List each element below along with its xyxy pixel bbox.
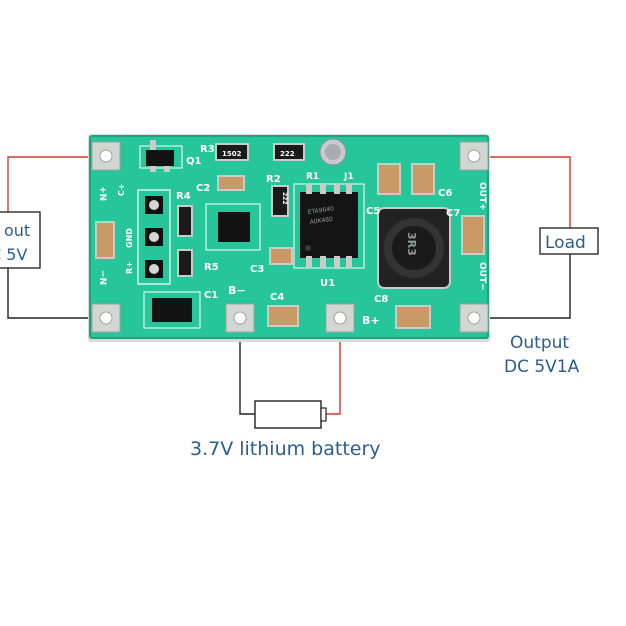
output-label-line1: Output bbox=[510, 333, 569, 353]
silk-in-plus: +N bbox=[97, 186, 107, 201]
solder-pad bbox=[459, 141, 489, 171]
solder-pad bbox=[225, 303, 255, 333]
silk-c5: C5 bbox=[366, 206, 380, 217]
battery-wiring bbox=[239, 318, 341, 415]
silk-c3: C3 bbox=[250, 264, 264, 275]
ic-u1 bbox=[293, 183, 365, 269]
silk-in-minus: −N bbox=[97, 270, 107, 285]
capacitor-c2 bbox=[217, 175, 245, 191]
capacitor-c5 bbox=[377, 163, 401, 195]
chip-u1-line1: ETA9640 bbox=[307, 205, 334, 216]
silk-header-2: GND bbox=[125, 228, 134, 248]
input-label-line2: C 5V bbox=[0, 245, 27, 264]
capacitor-c4 bbox=[267, 305, 299, 327]
silk-r5: R5 bbox=[204, 262, 219, 273]
inductor bbox=[377, 207, 451, 289]
silk-r1: R1 bbox=[306, 172, 319, 182]
ic-small bbox=[205, 203, 261, 251]
capacitor-c8 bbox=[395, 305, 431, 329]
solder-pad bbox=[91, 303, 121, 333]
silk-header-3: R+ bbox=[125, 261, 134, 274]
silk-c4: C4 bbox=[270, 292, 284, 303]
silk-u1: U1 bbox=[320, 278, 335, 289]
solder-pad bbox=[325, 303, 355, 333]
solder-pad bbox=[91, 141, 121, 171]
output-label-line2: DC 5V1A bbox=[504, 357, 580, 377]
silk-r3-value: 1502 bbox=[222, 150, 242, 158]
silk-c1: C1 bbox=[204, 290, 218, 301]
resistor-r3 bbox=[215, 143, 249, 161]
load-label: Load bbox=[545, 233, 586, 253]
silk-r3: R3 bbox=[200, 144, 215, 155]
load-box: Load bbox=[539, 227, 599, 255]
silk-b-minus: B− bbox=[228, 284, 246, 297]
silk-c2: C2 bbox=[196, 183, 210, 194]
chip-u1-line2: A0K480 bbox=[309, 216, 333, 226]
transistor-q1 bbox=[139, 140, 183, 172]
input-wiring bbox=[7, 156, 104, 319]
input-label-line1: out bbox=[4, 221, 30, 240]
resistor-r5 bbox=[177, 249, 193, 277]
pin-header bbox=[137, 189, 171, 285]
silk-r2-value: 222 bbox=[280, 150, 295, 158]
battery-label: 3.7V lithium battery bbox=[190, 438, 381, 460]
silk-j1: J1 bbox=[343, 172, 354, 182]
resistor-r4 bbox=[177, 205, 193, 237]
pcb-board: R3 1502 222 Q1 C2 R4 R5 R2 R1 J1 C3 C4 U… bbox=[88, 134, 490, 342]
battery-symbol bbox=[254, 400, 327, 429]
capacitor-c3 bbox=[269, 247, 293, 265]
silk-r4: R4 bbox=[176, 191, 191, 202]
capacitor-left bbox=[95, 221, 115, 259]
silk-c8: C8 bbox=[374, 294, 388, 305]
inductor-marking: 3R3 bbox=[405, 232, 418, 256]
output-wiring bbox=[474, 156, 571, 319]
resistor-r2 bbox=[271, 185, 289, 217]
silk-out-plus: OUT+ bbox=[477, 182, 487, 211]
solder-pad bbox=[459, 303, 489, 333]
resistor-r2-top bbox=[273, 143, 305, 161]
silk-b-plus: B+ bbox=[362, 314, 380, 327]
capacitor-j1 bbox=[319, 138, 347, 166]
capacitor-c6 bbox=[411, 163, 435, 195]
silk-r-mid: 222 bbox=[281, 192, 288, 205]
ic-bottom bbox=[143, 291, 201, 329]
silk-c7: C7 bbox=[446, 208, 460, 219]
silk-q1: Q1 bbox=[186, 156, 202, 167]
capacitor-c7 bbox=[461, 215, 485, 255]
silk-out-minus: OUT− bbox=[477, 262, 487, 291]
silk-header-1: C+ bbox=[117, 183, 126, 196]
silk-c6: C6 bbox=[438, 188, 452, 199]
input-label-box: out C 5V bbox=[0, 211, 41, 269]
silk-r2: R2 bbox=[266, 174, 281, 185]
